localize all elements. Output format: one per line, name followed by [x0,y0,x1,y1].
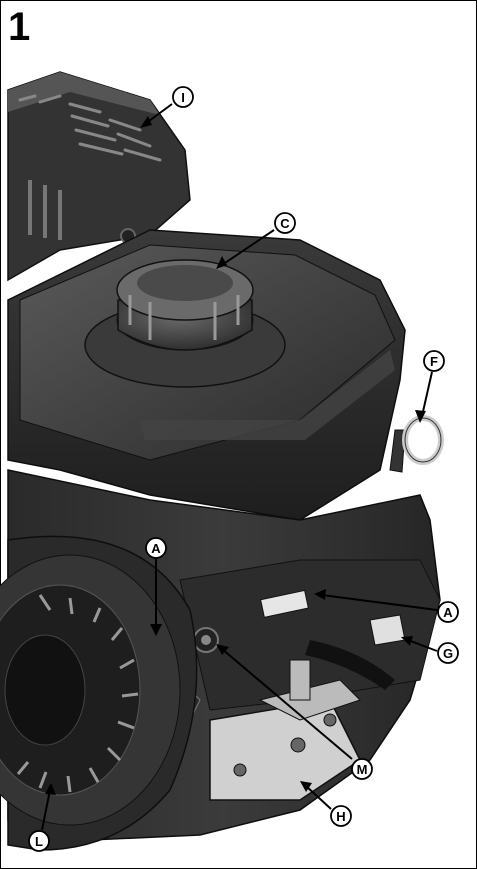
svg-text:F: F [430,354,438,369]
svg-text:A: A [443,605,453,620]
callout-f: F [423,350,445,372]
callout-i: I [172,86,194,108]
callout-l: L [28,830,50,852]
svg-text:I: I [181,90,185,105]
callout-a-right: A [437,601,459,623]
svg-text:M: M [357,762,368,777]
svg-text:A: A [151,541,161,556]
leader-arrowheads [45,116,426,795]
callout-a-left: A [145,537,167,559]
throttle-lever [305,614,406,690]
svg-text:L: L [35,834,43,849]
leader-lines [41,103,438,831]
fuel-cap [84,259,286,388]
svg-text:H: H [336,809,345,824]
oil-fill-dipstick [389,415,444,473]
callout-h: H [330,805,352,827]
callout-g: G [437,642,459,664]
recoil-starter [0,535,198,851]
drain-bracket [209,659,361,801]
callout-m: M [351,758,373,780]
figure-number: 1 [8,5,31,49]
svg-text:C: C [280,216,290,231]
callout-c: C [274,212,296,234]
svg-text:G: G [443,646,453,661]
